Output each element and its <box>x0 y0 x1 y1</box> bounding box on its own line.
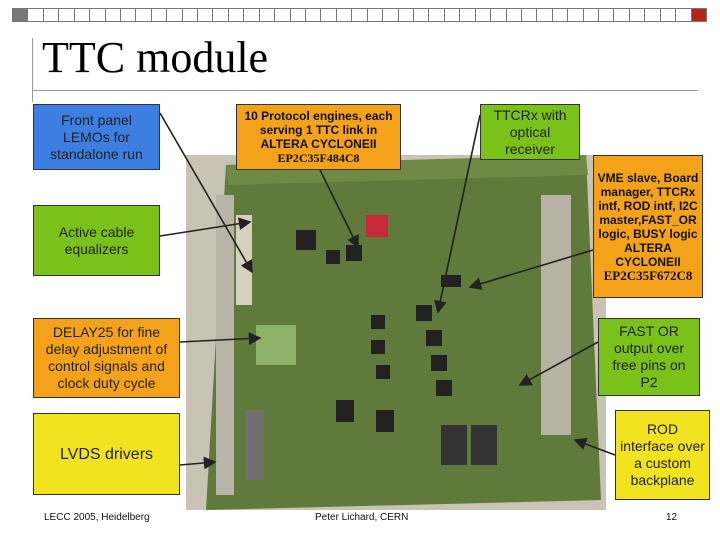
footer-conference: LECC 2005, Heidelberg <box>44 512 150 523</box>
callout-rod-interface: ROD interface over a custom backplane <box>615 410 710 500</box>
slide-title: TTC module <box>42 33 269 82</box>
callout-lvds-drivers: LVDS drivers <box>33 413 180 495</box>
footer-author: Peter Lichard, CERN <box>315 512 409 523</box>
callout-front-panel-lemos: Front panel LEMOs for standalone run <box>33 104 160 170</box>
callout-vme-slave: VME slave, Board manager, TTCRx intf, RO… <box>593 155 703 298</box>
callout-active-cable-equalizers: Active cable equalizers <box>33 205 160 276</box>
title-underline <box>32 90 698 91</box>
callout-delay25: DELAY25 for fine delay adjustment of con… <box>33 318 180 398</box>
board-photo <box>186 155 606 510</box>
callout-fast-or: FAST OR output over free pins on P2 <box>598 318 700 396</box>
top-decoration-bar <box>12 8 707 22</box>
callout-ttcrx: TTCRx with optical receiver <box>480 104 580 160</box>
footer-page-number: 12 <box>666 512 678 523</box>
title-accent-line <box>32 38 33 102</box>
callout-protocol-engines: 10 Protocol engines, each serving 1 TTC … <box>236 104 401 170</box>
